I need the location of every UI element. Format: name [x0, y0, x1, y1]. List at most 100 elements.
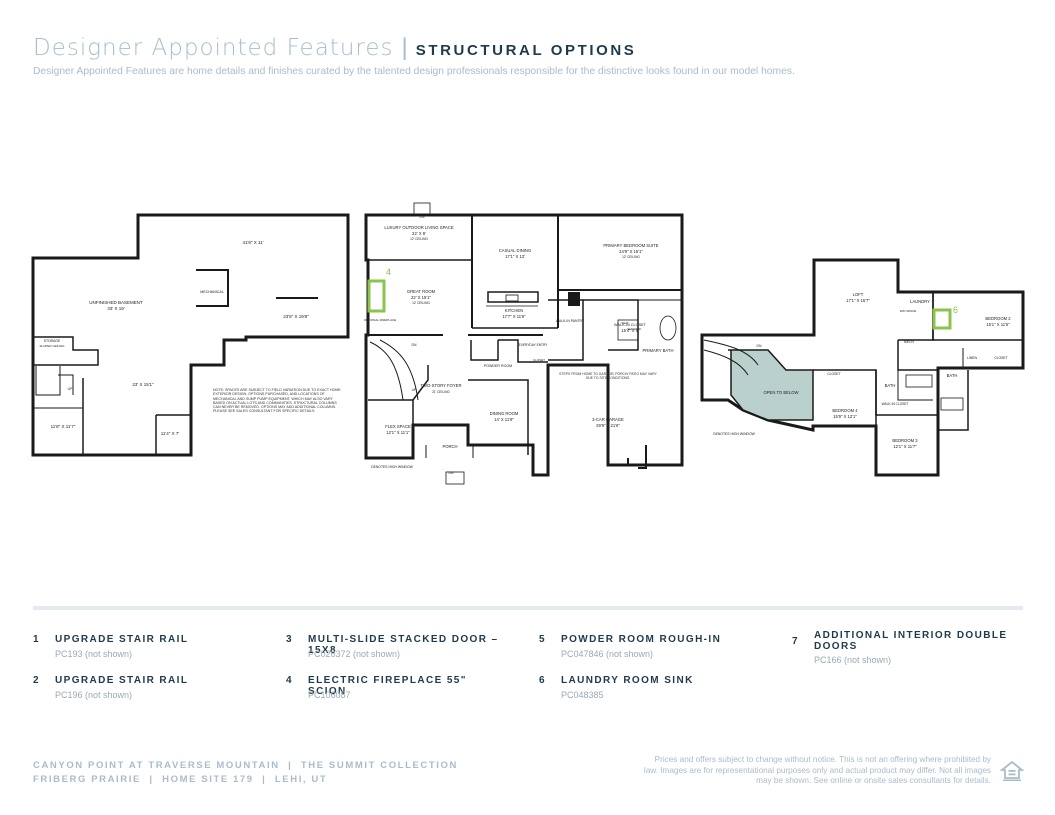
upper-dn-stair: DN	[757, 344, 762, 348]
upper-closet-label-a: CLOSET	[827, 372, 841, 376]
main-dn-outdoor: DN	[420, 215, 425, 219]
option-number: 3	[286, 634, 293, 645]
option-code: PC106087	[308, 690, 351, 700]
page-header: Designer Appointed Features | STRUCTURAL…	[33, 34, 1023, 77]
foyer-note: 21' CEILING	[432, 390, 450, 394]
walk-in-closet-label: WALK-IN CLOSET	[614, 323, 647, 327]
section-title: STRUCTURAL OPTIONS	[415, 42, 637, 59]
upper-floor-plan	[700, 258, 1025, 477]
shower-label: SHOWER	[627, 327, 641, 331]
great-room-note: 12' CEILING	[412, 301, 430, 305]
outdoor-living-label: LUXURY OUTDOOR LIVING SPACE	[384, 225, 454, 230]
primary-bath-label: PRIMARY BATH	[643, 348, 674, 353]
loft-size: 17'1" X 15'7"	[846, 298, 870, 303]
main-closet-label: CLOSET	[533, 358, 545, 362]
mech-label: MECH	[904, 340, 915, 344]
option-code: PC047846 (not shown)	[561, 649, 654, 659]
optional-fireplace-label: OPTIONAL FIREPLACE	[364, 318, 397, 322]
bedroom-3-label: BEDROOM 3	[892, 438, 918, 443]
kitchen-label: KITCHEN	[505, 308, 523, 313]
option-number: 1	[33, 634, 40, 645]
bath-label-b: BATH	[947, 373, 958, 378]
option-title: ELECTRIC FIREPLACE 55" SCION	[308, 675, 467, 697]
basement-size-east: 41'8" X 11'	[243, 240, 264, 245]
dining-room-size: 14' X 11'9"	[494, 417, 514, 422]
option-code: PC166 (not shown)	[814, 655, 892, 665]
bedroom-4-label: BEDROOM 4	[832, 408, 858, 413]
walk-in-closet-upper-label: WALK-IN CLOSET	[882, 402, 909, 406]
main-floor-plan	[364, 202, 684, 485]
option-title: LAUNDRY ROOM SINK	[561, 675, 694, 686]
laundry-sink-marker-number: 6	[953, 305, 958, 315]
option-number: 7	[792, 636, 799, 647]
title-row: Designer Appointed Features | STRUCTURAL…	[33, 34, 1023, 62]
basement-mechanical-label: MECHANICAL	[200, 290, 224, 294]
main-up-stair: UP	[412, 388, 417, 392]
main-dn-front: DN	[449, 471, 454, 475]
powder-room-label: POWDER ROOM	[484, 364, 512, 368]
casual-dining-size: 17'1" X 13'	[505, 254, 525, 259]
main-dn-stair: DN	[412, 343, 417, 347]
open-to-below-label: OPEN TO BELOW	[764, 390, 799, 395]
basement-storage-label: STORAGE	[44, 339, 61, 343]
option-code: PC048385	[561, 690, 604, 700]
equal-housing-opportunity-icon	[1000, 760, 1024, 781]
primary-suite-label: PRIMARY BEDROOM SUITE	[603, 243, 658, 248]
wd-space-label: W/D SPACE	[900, 309, 917, 313]
bedroom-2-label: BEDROOM 2	[985, 316, 1011, 321]
options-list: 1 UPGRADE STAIR RAIL PC193 (not shown) 2…	[33, 630, 1023, 720]
basement-labels: 41'8" X 11' UNFINISHED BASEMENT 33' X 19…	[39, 240, 309, 436]
basement-size-center: 23' X 15'1"	[132, 382, 154, 387]
community-info: CANYON POINT AT TRAVERSE MOUNTAIN | THE …	[33, 759, 458, 787]
dining-room-label: DINING ROOM	[490, 411, 519, 416]
walk-in-pantry-label: WALK-IN PANTRY	[556, 319, 585, 323]
primary-suite-note: 12' CEILING	[622, 255, 640, 259]
option-title: MULTI-SLIDE STACKED DOOR – 15X8	[308, 634, 499, 656]
loft-label: LOFT	[853, 292, 864, 297]
fireplace-marker-number: 4	[386, 267, 391, 277]
bedroom-4-size: 15'9" X 12'1"	[833, 414, 857, 419]
basement-size-southeast: 23'5" X 19'8"	[283, 314, 309, 319]
main-floor-labels: DN LUXURY OUTDOOR LIVING SPACE 22' X 9' …	[364, 215, 674, 475]
option-title: UPGRADE STAIR RAIL	[55, 634, 189, 645]
garage-label: 3-CAR GARAGE	[592, 417, 624, 422]
option-number: 6	[539, 675, 546, 686]
great-room-label: GREAT ROOM	[407, 289, 436, 294]
upper-closet-label-b: CLOSET	[994, 356, 1008, 360]
laundry-sink-marker	[932, 308, 952, 330]
seat-label: SEAT	[621, 321, 629, 325]
bedroom-3-size: 12'1" X 11'7"	[893, 444, 917, 449]
basement-storage-note: SLOPED CEILING	[39, 344, 65, 348]
option-code: PC193 (not shown)	[55, 649, 133, 659]
foyer-label: TWO-STORY FOYER	[421, 383, 462, 388]
main-high-window-note: DENOTES HIGH WINDOW	[371, 465, 413, 469]
option-title: UPGRADE STAIR RAIL	[55, 675, 189, 686]
bath-label-a: BATH	[885, 383, 896, 388]
floor-plans-drawing: 41'8" X 11' UNFINISHED BASEMENT 33' X 19…	[31, 202, 1025, 485]
option-number: 2	[33, 675, 40, 686]
primary-suite-size: 24'9" X 15'1"	[619, 249, 643, 254]
basement-plan	[31, 213, 350, 457]
linen-label: LINEN	[967, 356, 978, 360]
great-room-size: 22' X 15'1"	[411, 295, 431, 300]
basement-unfinished-label: UNFINISHED BASEMENT	[89, 300, 143, 305]
upper-high-window-note: DENOTES HIGH WINDOW	[713, 432, 755, 436]
outdoor-living-size: 22' X 9'	[412, 231, 426, 236]
homesite-line: FRIBERG PRAIRIE | HOME SITE 179 | LEHI, …	[33, 774, 328, 785]
fireplace-marker	[367, 279, 386, 313]
everyday-entry-label: EVERYDAY ENTRY	[519, 343, 549, 347]
page-description: Designer Appointed Features are home det…	[33, 66, 795, 77]
floor-plans: 41'8" X 11' UNFINISHED BASEMENT 33' X 19…	[28, 200, 1028, 490]
walk-in-closet-size: 15'4" X 9'	[621, 328, 639, 333]
flex-space-size: 12'1" X 11'1"	[386, 430, 410, 435]
option-code: PC026372 (not shown)	[308, 649, 401, 659]
upper-floor-labels: LOFT 17'1" X 15'7" LAUNDRY BEDROOM 2 15'…	[713, 292, 1011, 449]
casual-dining-label: CASUAL DINING	[499, 248, 531, 253]
section-divider	[33, 606, 1023, 610]
kitchen-size: 17'7" X 11'6"	[502, 314, 526, 319]
basement-stair-label: UP	[68, 387, 73, 391]
option-code: PC196 (not shown)	[55, 690, 133, 700]
laundry-label: LAUNDRY	[910, 299, 930, 304]
basement-unfinished-size: 33' X 19'	[107, 306, 124, 311]
porch-label: PORCH	[442, 444, 457, 449]
